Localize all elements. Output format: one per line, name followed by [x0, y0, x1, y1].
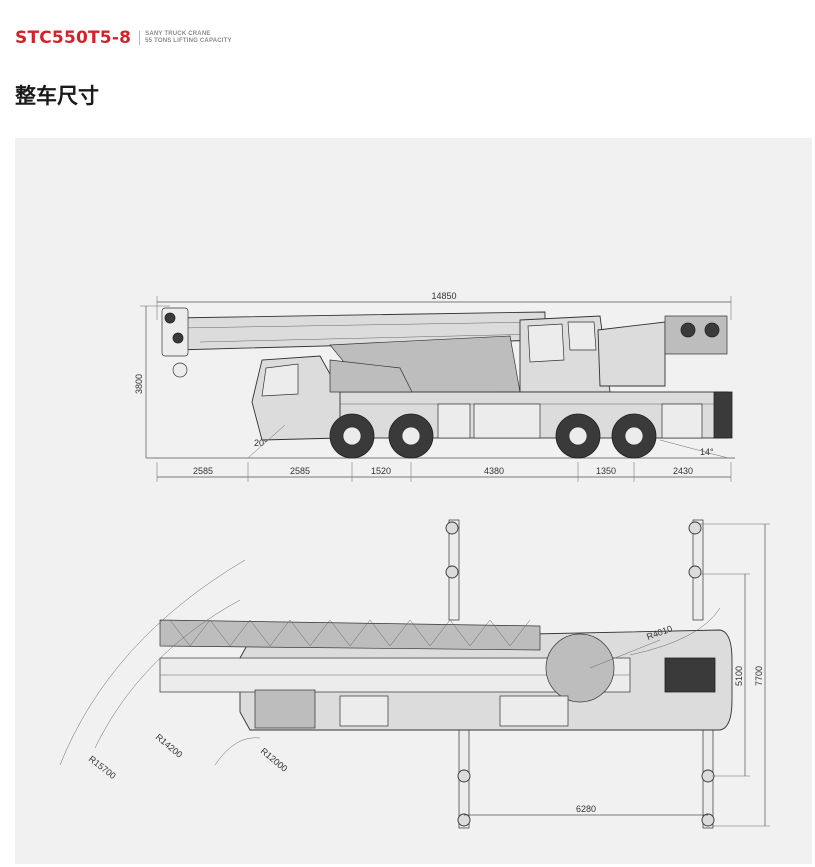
drawing-panel — [15, 138, 812, 864]
counterweight — [664, 315, 728, 355]
rear-counterweight — [664, 657, 716, 693]
overall-length-label: 14850 — [431, 291, 456, 301]
section-title: 整车尺寸 — [15, 84, 99, 108]
arc-r12000 — [214, 737, 261, 766]
arc-r15700 — [59, 559, 246, 766]
slewing-ring — [545, 633, 615, 703]
rear-light — [713, 391, 733, 439]
segment-4: 4380 — [484, 466, 504, 476]
arc-r14200 — [94, 599, 241, 749]
radius-r15700-label: R15700 — [87, 754, 118, 781]
segment-5: 1350 — [596, 466, 616, 476]
tagline-line-1: SANY TRUCK CRANE — [145, 31, 211, 37]
top-view: R15700 R14200 R12000 R4010 6280 5100 770… — [59, 519, 770, 829]
segment-2: 2585 — [290, 466, 310, 476]
segment-1: 2585 — [193, 466, 213, 476]
radius-r14200-label: R14200 — [154, 732, 185, 760]
approach-angle-line — [247, 424, 286, 459]
approach-angle-label: 20° — [254, 438, 268, 448]
radius-r12000-label: R12000 — [259, 746, 290, 774]
side-view: 14850 3800 — [134, 291, 735, 482]
tagline: SANY TRUCK CRANE 55 TONS LIFTING CAPACIT… — [145, 31, 232, 45]
outrigger-lateral-label: 5100 — [734, 666, 744, 686]
cab-top — [254, 689, 316, 729]
segment-3: 1520 — [371, 466, 391, 476]
tagline-line-2: 55 TONS LIFTING CAPACITY — [145, 38, 232, 44]
lattice-jib — [159, 619, 541, 651]
segment-6: 2430 — [673, 466, 693, 476]
hook — [172, 362, 188, 378]
departure-angle-line — [659, 439, 729, 459]
arc-r4010 — [629, 607, 721, 656]
turntable — [597, 321, 666, 387]
outrigger-lateral-full-label: 7700 — [754, 666, 764, 686]
departure-angle-label: 14° — [700, 447, 714, 457]
header: STC550T5-8 SANY TRUCK CRANE 55 TONS LIFT… — [15, 28, 232, 48]
outrigger-longitudinal-label: 6280 — [576, 804, 596, 814]
cab-window — [261, 363, 299, 397]
wheels — [329, 413, 657, 459]
model-name: STC550T5-8 — [15, 28, 132, 48]
height-label: 3800 — [134, 374, 144, 394]
header-divider — [139, 31, 141, 45]
